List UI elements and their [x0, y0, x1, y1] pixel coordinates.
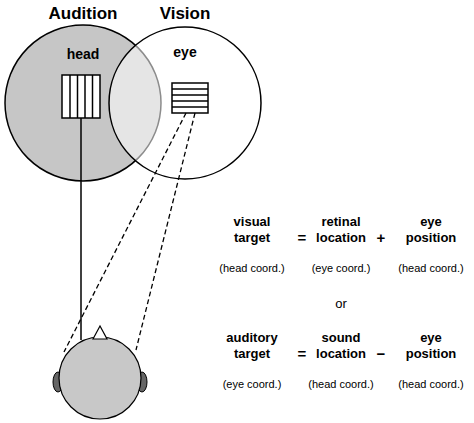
equation-term: sound location — [305, 330, 377, 362]
ear — [53, 372, 63, 392]
equation-term: retinal location — [305, 214, 377, 246]
coordinate-frame: (head coord.) — [219, 262, 284, 275]
coordinate-frame: (eye coord.) — [312, 262, 371, 275]
modality-heading: Vision — [108, 4, 262, 24]
stripe — [84, 75, 86, 118]
stripe — [92, 75, 94, 118]
stripe — [77, 75, 79, 118]
equation-term: visual target — [216, 214, 288, 246]
operator: = — [298, 229, 307, 247]
operator: + — [377, 229, 386, 247]
ear — [137, 372, 147, 392]
stripe — [172, 94, 208, 96]
frame-label: eye — [108, 44, 262, 60]
stripe — [172, 88, 208, 90]
equation-term: eye position — [395, 330, 467, 362]
visual-line — [136, 113, 195, 350]
equation-term: auditory target — [216, 330, 288, 362]
auditory-line — [80, 118, 82, 340]
coordinate-frame: (head coord.) — [308, 378, 373, 391]
vision-circle: Visioneye — [108, 26, 262, 180]
coordinate-frame: (eye coord.) — [223, 378, 282, 391]
coordinate-frame: (head coord.) — [398, 262, 463, 275]
circle-shape — [109, 27, 261, 179]
modality-heading: Audition — [4, 4, 162, 24]
head-illustration — [59, 337, 141, 419]
conjunction: or — [335, 296, 347, 312]
coordinate-frame: (head coord.) — [398, 378, 463, 391]
operator: − — [377, 345, 386, 363]
stripe — [69, 75, 71, 118]
stripe — [172, 106, 208, 108]
auditory-receptive-field — [62, 75, 100, 118]
operator: = — [298, 345, 307, 363]
visual-line — [64, 113, 186, 352]
equation-term: eye position — [395, 214, 467, 246]
stripe — [172, 100, 208, 102]
visual-receptive-field — [172, 83, 208, 113]
nose — [93, 326, 107, 339]
